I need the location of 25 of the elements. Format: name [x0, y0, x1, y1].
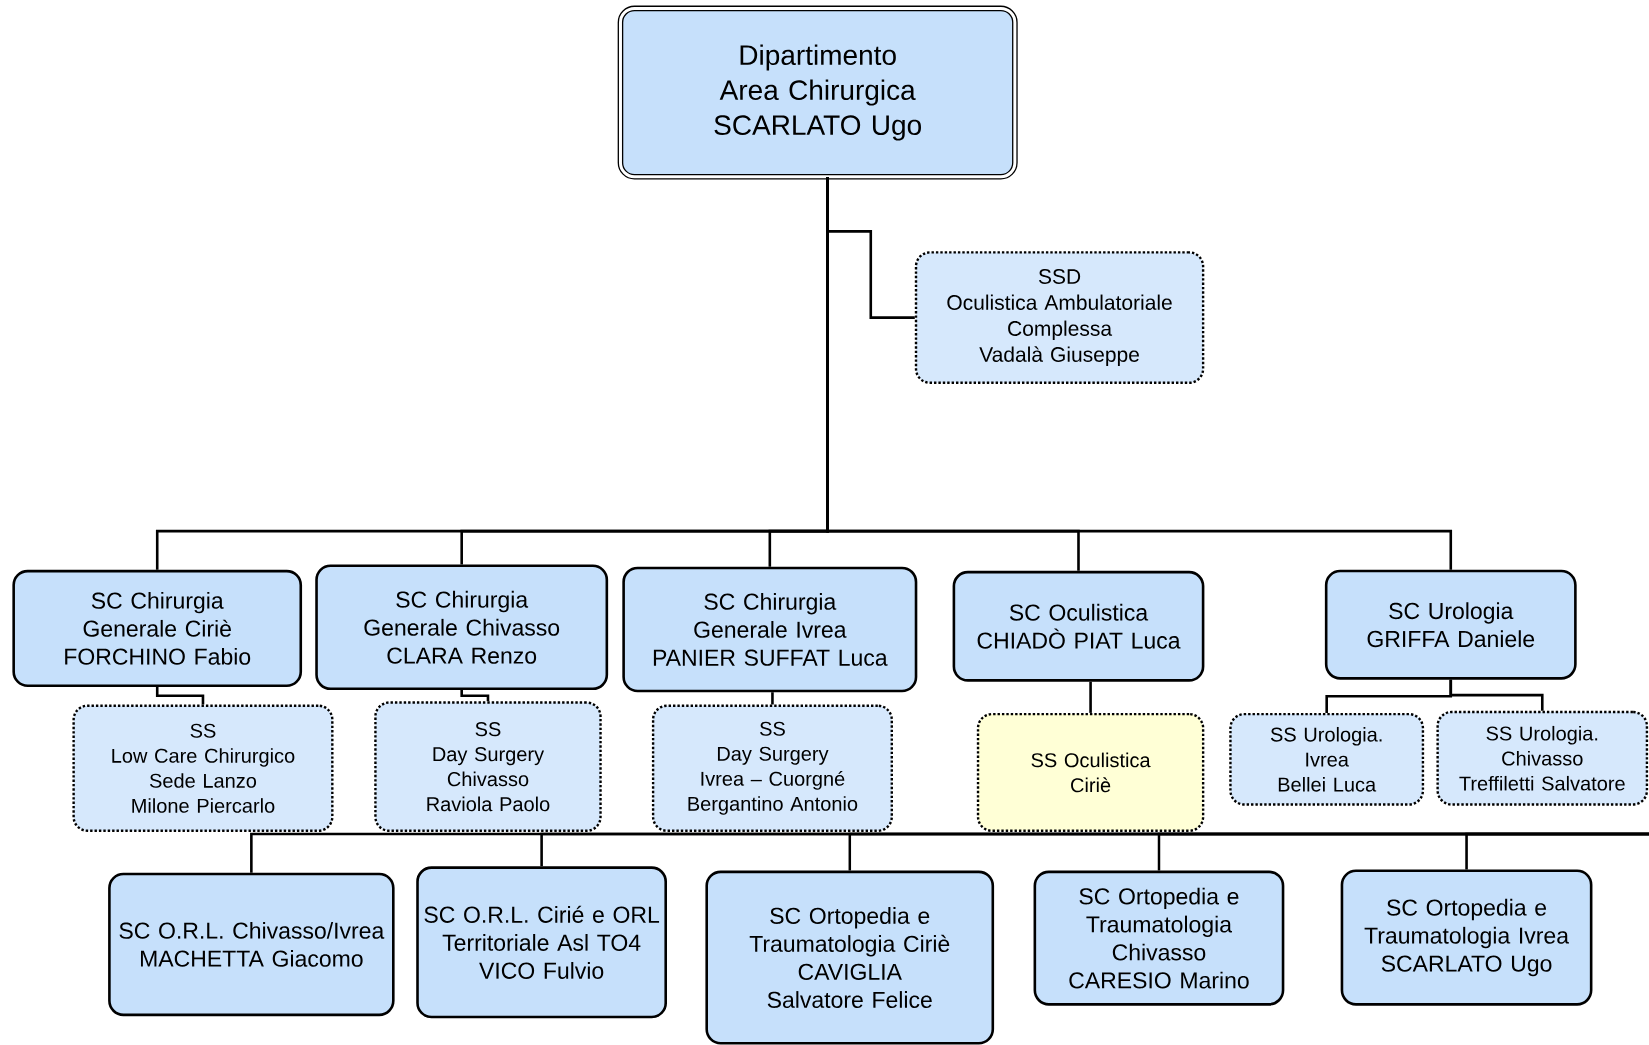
unit-box: SC Ortopedia e Traumatologia Chivasso CARESIO Marino — [1033, 870, 1285, 1006]
connector-line — [771, 692, 774, 705]
unit-box: SC Chirurgia Generale Ciriè FORCHINO Fabio — [12, 569, 303, 687]
unit-box: SC Chirurgia Generale Chivasso CLARA Renzo — [315, 564, 609, 691]
subunit-box: SS Low Care Chirurgico Sede Lanzo Milone Piercarlo — [72, 704, 334, 832]
connector-line — [1449, 679, 1544, 711]
subunit-box: SS Urologia. Chivasso Treffiletti Salvatore — [1436, 710, 1649, 806]
connector-line — [155, 687, 205, 705]
connector-line — [460, 690, 490, 702]
subunit-box: SS Oculistica Ciriè — [976, 712, 1205, 832]
unit-box: SC Ortopedia e Traumatologia Ciriè CAVIGLIA Salvatore Felice — [705, 870, 995, 1045]
subunit-box: SS Urologia. Ivrea Bellei Luca — [1229, 712, 1425, 806]
unit-box: SC Urologia GRIFFA Daniele — [1324, 569, 1577, 680]
unit-box: SC Chirurgia Generale Ivrea PANIER SUFFAT Luca — [622, 566, 918, 693]
subunit-box: SS Day Surgery Chivasso Raviola Paolo — [374, 701, 602, 833]
connector-line — [826, 177, 1453, 570]
connector-line — [1089, 681, 1092, 713]
unit-box: SC O.R.L. Chivasso/Ivrea MACHETTA Giacomo — [108, 872, 395, 1017]
unit-box: SC O.R.L. Cirié e ORL Territoriale Asl TO4 VICO Fulvio — [416, 866, 667, 1019]
subunit-box: SS Day Surgery Ivrea – Cuorgné Bergantino Antonio — [651, 704, 893, 832]
unit-box: SC Oculistica CHIADÒ PIAT Luca — [952, 570, 1205, 682]
unit-box: SC Ortopedia e Traumatologia Ivrea SCARLATO Ugo — [1340, 869, 1593, 1006]
subunit-box: SSD Oculistica Ambulatoriale Complessa Vadalà Giuseppe — [914, 251, 1205, 384]
department-box: Dipartimento Area Chirurgica SCARLATO Ugo — [617, 5, 1018, 180]
connector-line — [1465, 832, 1649, 870]
